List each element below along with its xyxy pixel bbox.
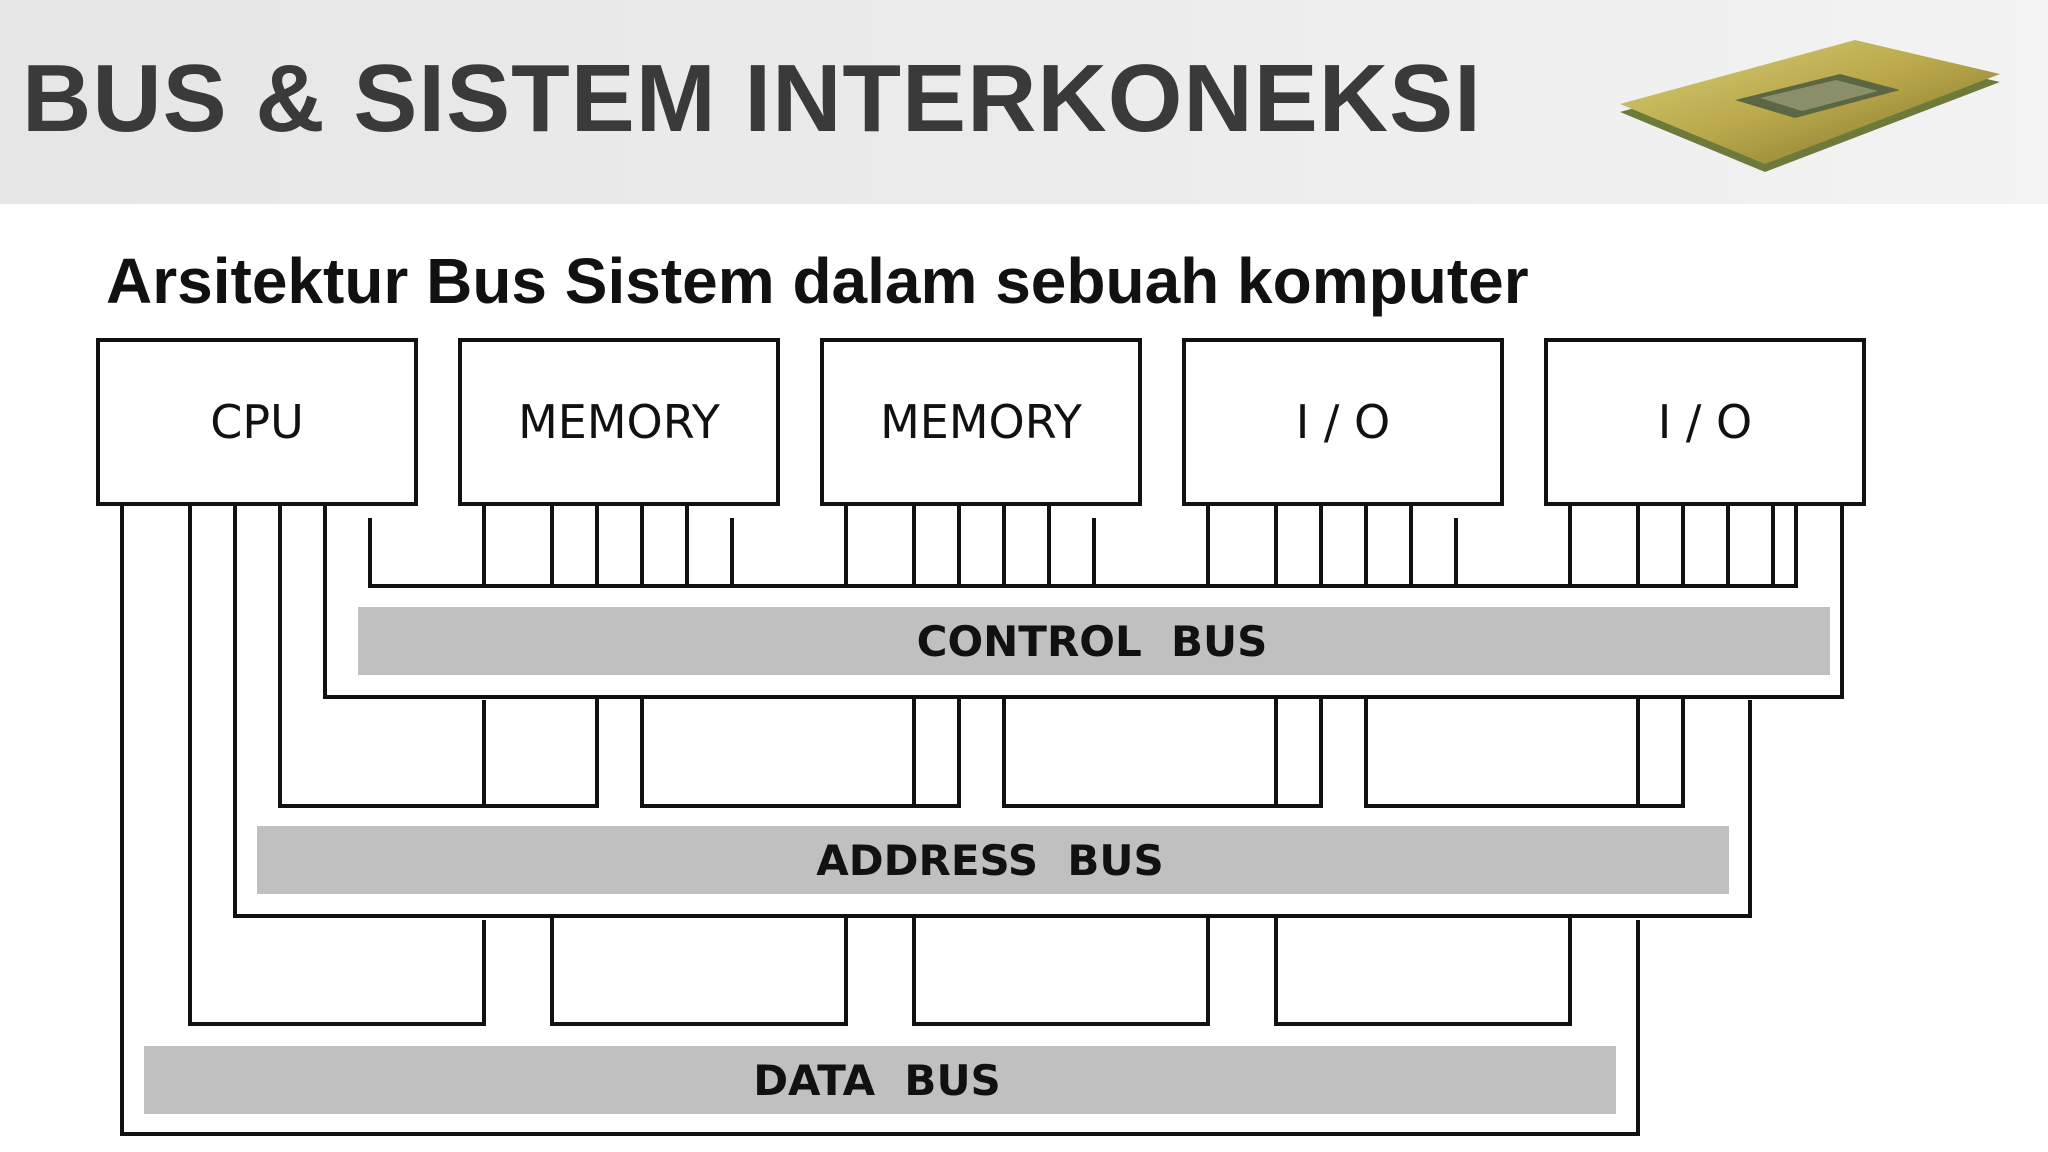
component-label: I / O	[1658, 395, 1753, 449]
control-bus-bar	[358, 607, 1830, 675]
io-box	[1182, 338, 1504, 506]
control-bus-label: CONTROL BUS	[917, 617, 1268, 666]
io-box	[1544, 338, 1866, 506]
address-bus-label: ADDRESS BUS	[816, 836, 1163, 885]
diagram-subtitle: Arsitektur Bus Sistem dalam sebuah kompu…	[106, 245, 1529, 317]
component-label: I / O	[1296, 395, 1391, 449]
data-bus-label: DATA BUS	[753, 1056, 1001, 1105]
component-label: MEMORY	[880, 395, 1083, 449]
bus-wiring	[120, 504, 1844, 1136]
slide-title: BUS & SISTEM INTERKONEKSI	[22, 45, 1482, 152]
data-bus-bar	[144, 1046, 1616, 1114]
cpu-chip-icon	[1620, 40, 2000, 172]
address-bus-bar	[257, 826, 1729, 894]
component-label: MEMORY	[518, 395, 721, 449]
cpu-box	[96, 338, 418, 506]
component-label: CPU	[210, 395, 304, 449]
memory-box	[820, 338, 1142, 506]
memory-box	[458, 338, 780, 506]
